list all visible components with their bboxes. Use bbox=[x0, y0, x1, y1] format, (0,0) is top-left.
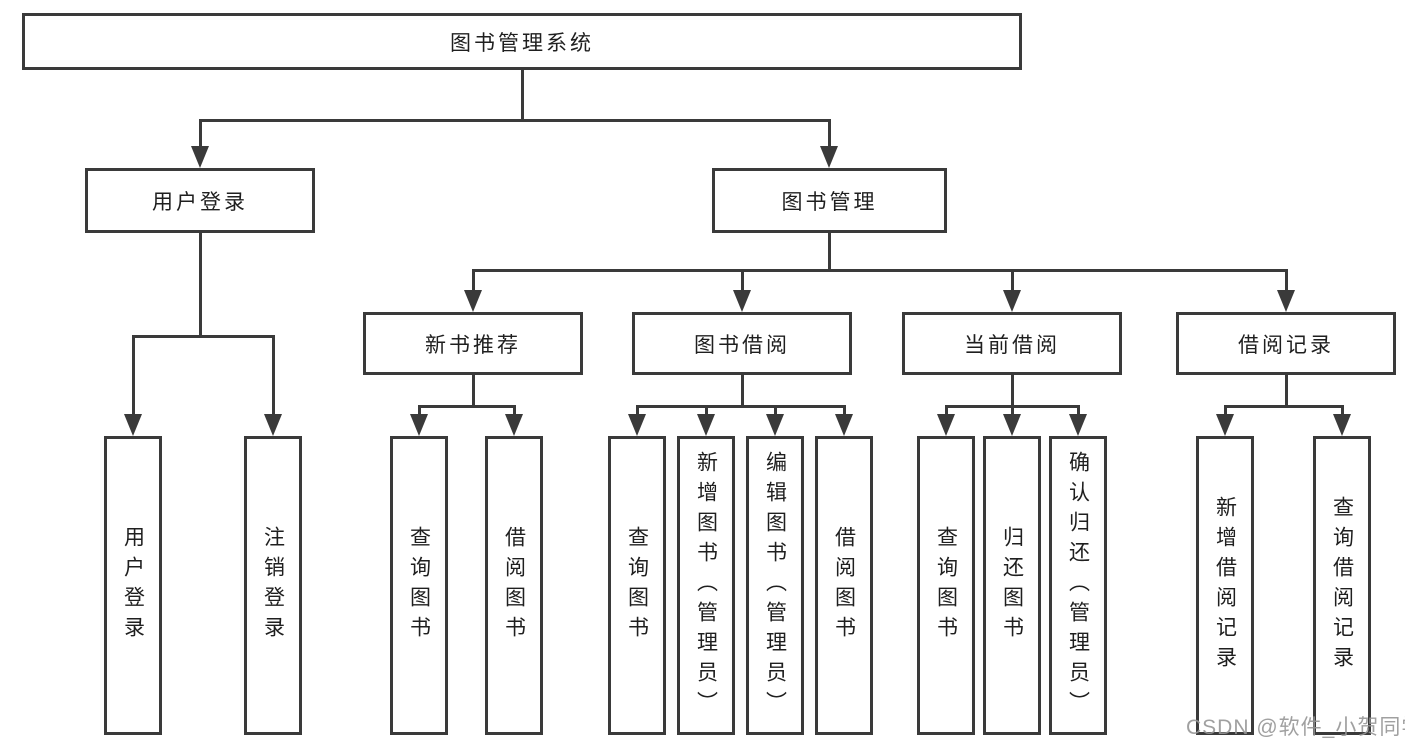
connector-arrowhead bbox=[410, 414, 428, 436]
leaf-query-books-recommend-label: 查询图书 bbox=[407, 525, 431, 646]
leaf-borrow-books-recommend-label: 借阅图书 bbox=[502, 525, 526, 646]
leaf-query-borrow-record-label: 查询借阅记录 bbox=[1330, 495, 1354, 676]
leaf-add-book-admin-label: 新增图书（管理员） bbox=[694, 450, 718, 721]
node-current-borrowing: 当前借阅 bbox=[902, 312, 1122, 375]
node-book-borrowing: 图书借阅 bbox=[632, 312, 852, 375]
node-root-label: 图书管理系统 bbox=[450, 31, 594, 55]
connector-line bbox=[520, 70, 524, 121]
node-new-book-recommend-label: 新书推荐 bbox=[425, 333, 521, 357]
connector-arrowhead bbox=[1003, 414, 1021, 436]
leaf-return-book: 归还图书 bbox=[983, 436, 1041, 735]
watermark: CSDN @软件_小贺同学 bbox=[1186, 716, 1405, 739]
connector-line bbox=[417, 404, 516, 408]
connector-arrowhead bbox=[697, 414, 715, 436]
connector-line bbox=[635, 404, 846, 408]
connector-arrowhead bbox=[835, 414, 853, 436]
connector-line bbox=[271, 336, 275, 418]
leaf-logout-label: 注销登录 bbox=[261, 525, 285, 646]
connector-line bbox=[131, 334, 275, 338]
connector-line bbox=[471, 270, 475, 294]
connector-arrowhead bbox=[191, 146, 209, 168]
connector-line bbox=[704, 406, 708, 418]
leaf-query-books-borrowing: 查询图书 bbox=[608, 436, 666, 735]
leaf-query-borrow-record: 查询借阅记录 bbox=[1313, 436, 1371, 735]
connector-arrowhead bbox=[505, 414, 523, 436]
connector-line bbox=[1284, 375, 1288, 407]
node-user-login-label: 用户登录 bbox=[152, 190, 248, 214]
connector-line bbox=[635, 406, 639, 418]
node-borrowing-records-label: 借阅记录 bbox=[1238, 333, 1334, 357]
connector-arrowhead bbox=[820, 146, 838, 168]
leaf-borrow-books-borrowing: 借阅图书 bbox=[815, 436, 873, 735]
leaf-user-login: 用户登录 bbox=[104, 436, 162, 735]
leaf-edit-book-admin-label: 编辑图书（管理员） bbox=[763, 450, 787, 721]
leaf-edit-book-admin: 编辑图书（管理员） bbox=[746, 436, 804, 735]
connector-arrowhead bbox=[1333, 414, 1351, 436]
connector-line bbox=[1223, 404, 1344, 408]
connector-line bbox=[1076, 406, 1080, 418]
connector-line bbox=[471, 268, 1288, 272]
connector-line bbox=[944, 406, 948, 418]
connector-arrowhead bbox=[1216, 414, 1234, 436]
node-user-login: 用户登录 bbox=[85, 168, 315, 233]
leaf-user-login-label: 用户登录 bbox=[121, 525, 145, 646]
connector-line bbox=[198, 233, 202, 338]
node-borrowing-records: 借阅记录 bbox=[1176, 312, 1396, 375]
connector-line bbox=[131, 336, 135, 418]
connector-line bbox=[1010, 270, 1014, 294]
leaf-borrow-books-recommend: 借阅图书 bbox=[485, 436, 543, 735]
leaf-query-books-recommend: 查询图书 bbox=[390, 436, 448, 735]
connector-line bbox=[198, 120, 202, 150]
connector-line bbox=[1284, 270, 1288, 294]
connector-line bbox=[471, 375, 475, 407]
connector-arrowhead bbox=[1069, 414, 1087, 436]
connector-line bbox=[740, 375, 744, 407]
node-book-management: 图书管理 bbox=[712, 168, 947, 233]
leaf-query-books-borrowing-label: 查询图书 bbox=[625, 525, 649, 646]
connector-line bbox=[1223, 406, 1227, 418]
connector-line bbox=[198, 118, 831, 122]
connector-line bbox=[512, 406, 516, 418]
connector-line bbox=[827, 120, 831, 150]
connector-arrowhead bbox=[1277, 290, 1295, 312]
connector-line bbox=[773, 406, 777, 418]
leaf-borrow-books-borrowing-label: 借阅图书 bbox=[832, 525, 856, 646]
node-current-borrowing-label: 当前借阅 bbox=[964, 333, 1060, 357]
connector-line bbox=[740, 270, 744, 294]
node-book-management-label: 图书管理 bbox=[781, 190, 878, 214]
connector-line bbox=[827, 233, 831, 272]
node-root: 图书管理系统 bbox=[22, 13, 1022, 70]
connector-arrowhead bbox=[464, 290, 482, 312]
connector-line bbox=[1010, 375, 1014, 407]
leaf-query-books-current: 查询图书 bbox=[917, 436, 975, 735]
connector-arrowhead bbox=[766, 414, 784, 436]
connector-line bbox=[842, 406, 846, 418]
connector-arrowhead bbox=[264, 414, 282, 436]
connector-arrowhead bbox=[124, 414, 142, 436]
connector-line bbox=[1340, 406, 1344, 418]
connector-line bbox=[1010, 406, 1014, 418]
leaf-confirm-return-admin: 确认归还（管理员） bbox=[1049, 436, 1107, 735]
leaf-confirm-return-admin-label: 确认归还（管理员） bbox=[1066, 450, 1090, 721]
leaf-query-books-current-label: 查询图书 bbox=[934, 525, 958, 646]
leaf-add-book-admin: 新增图书（管理员） bbox=[677, 436, 735, 735]
leaf-logout: 注销登录 bbox=[244, 436, 302, 735]
connector-arrowhead bbox=[733, 290, 751, 312]
leaf-add-borrow-record: 新增借阅记录 bbox=[1196, 436, 1254, 735]
connector-arrowhead bbox=[937, 414, 955, 436]
connector-arrowhead bbox=[628, 414, 646, 436]
node-book-borrowing-label: 图书借阅 bbox=[694, 333, 790, 357]
leaf-add-borrow-record-label: 新增借阅记录 bbox=[1213, 495, 1237, 676]
node-new-book-recommend: 新书推荐 bbox=[363, 312, 583, 375]
leaf-return-book-label: 归还图书 bbox=[1000, 525, 1024, 646]
connector-arrowhead bbox=[1003, 290, 1021, 312]
connector-line bbox=[417, 406, 421, 418]
